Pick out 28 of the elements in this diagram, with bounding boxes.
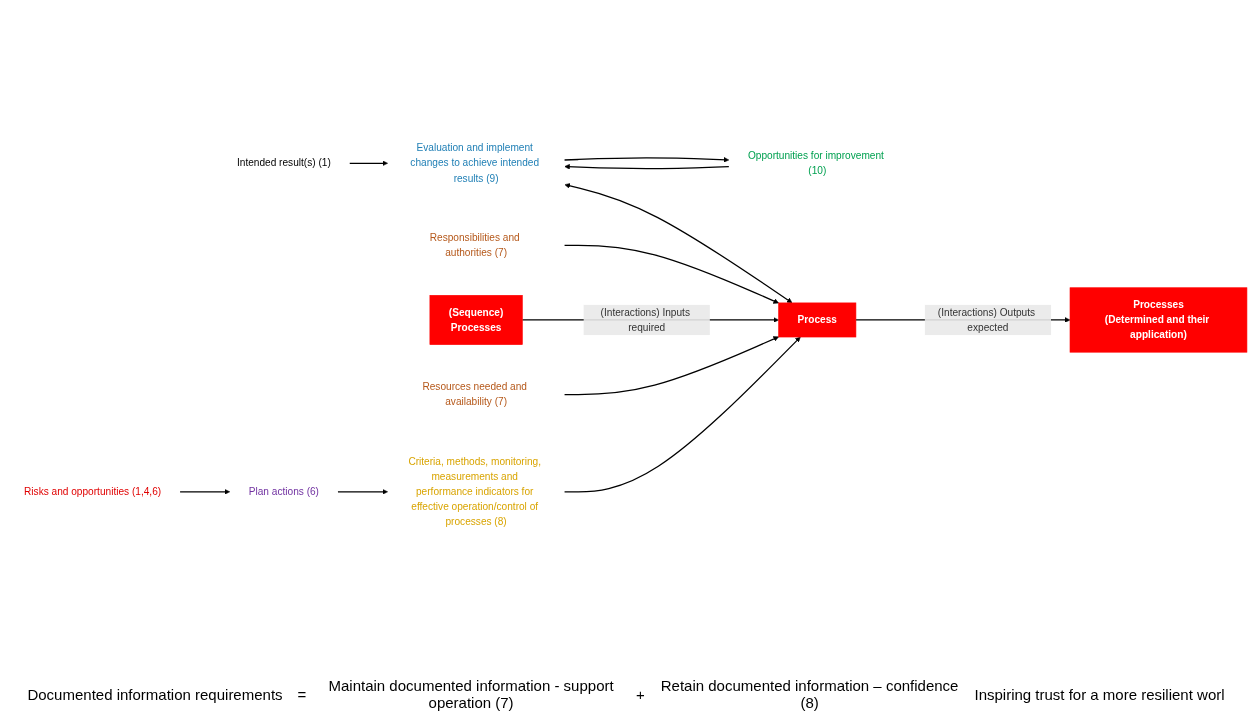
node-text: Criteria, methods, monitoring, measurements and performance indicators for effective operation/control of processes (8) (408, 456, 541, 528)
node-text: Intended result(s) (1) (236, 157, 331, 169)
note-text: Documented information requirements (27, 685, 283, 703)
node-box: (Sequence) Processes (429, 295, 523, 346)
note-text: + (635, 685, 645, 703)
arrow (179, 489, 231, 495)
arrow (563, 336, 779, 396)
node-text: Plan actions (6) (248, 486, 319, 498)
node-text: Responsibilities and authorities (7) (429, 232, 520, 259)
node-text: Risks and opportunities (1,4,6) (24, 486, 162, 498)
edge-label: (Interactions) Inputs required (600, 307, 690, 333)
arrow (349, 160, 388, 167)
node-text: Opportunities for improvement (10) (747, 150, 884, 177)
note-text: = (297, 685, 307, 703)
note-text: Retain documented information – confidence (8) (659, 677, 960, 711)
note-text: Inspiring trust for a more resilient worl (974, 685, 1225, 703)
node-box: Processes (Determined and their application) (1069, 287, 1248, 353)
arrow (564, 183, 793, 304)
arrow (337, 489, 388, 495)
edge-label: (Interactions) Outputs expected (937, 307, 1036, 333)
arrow (563, 337, 801, 493)
note-text: Maintain documented information - support operation (7) (327, 677, 615, 711)
arrow (563, 245, 779, 304)
arrow (564, 164, 730, 170)
node-box: Process (778, 302, 857, 338)
node-text: Resources needed and availability (7) (422, 381, 527, 408)
node-text: Evaluation and implement changes to achieve intended results (9) (410, 142, 540, 184)
arrow (563, 157, 730, 163)
